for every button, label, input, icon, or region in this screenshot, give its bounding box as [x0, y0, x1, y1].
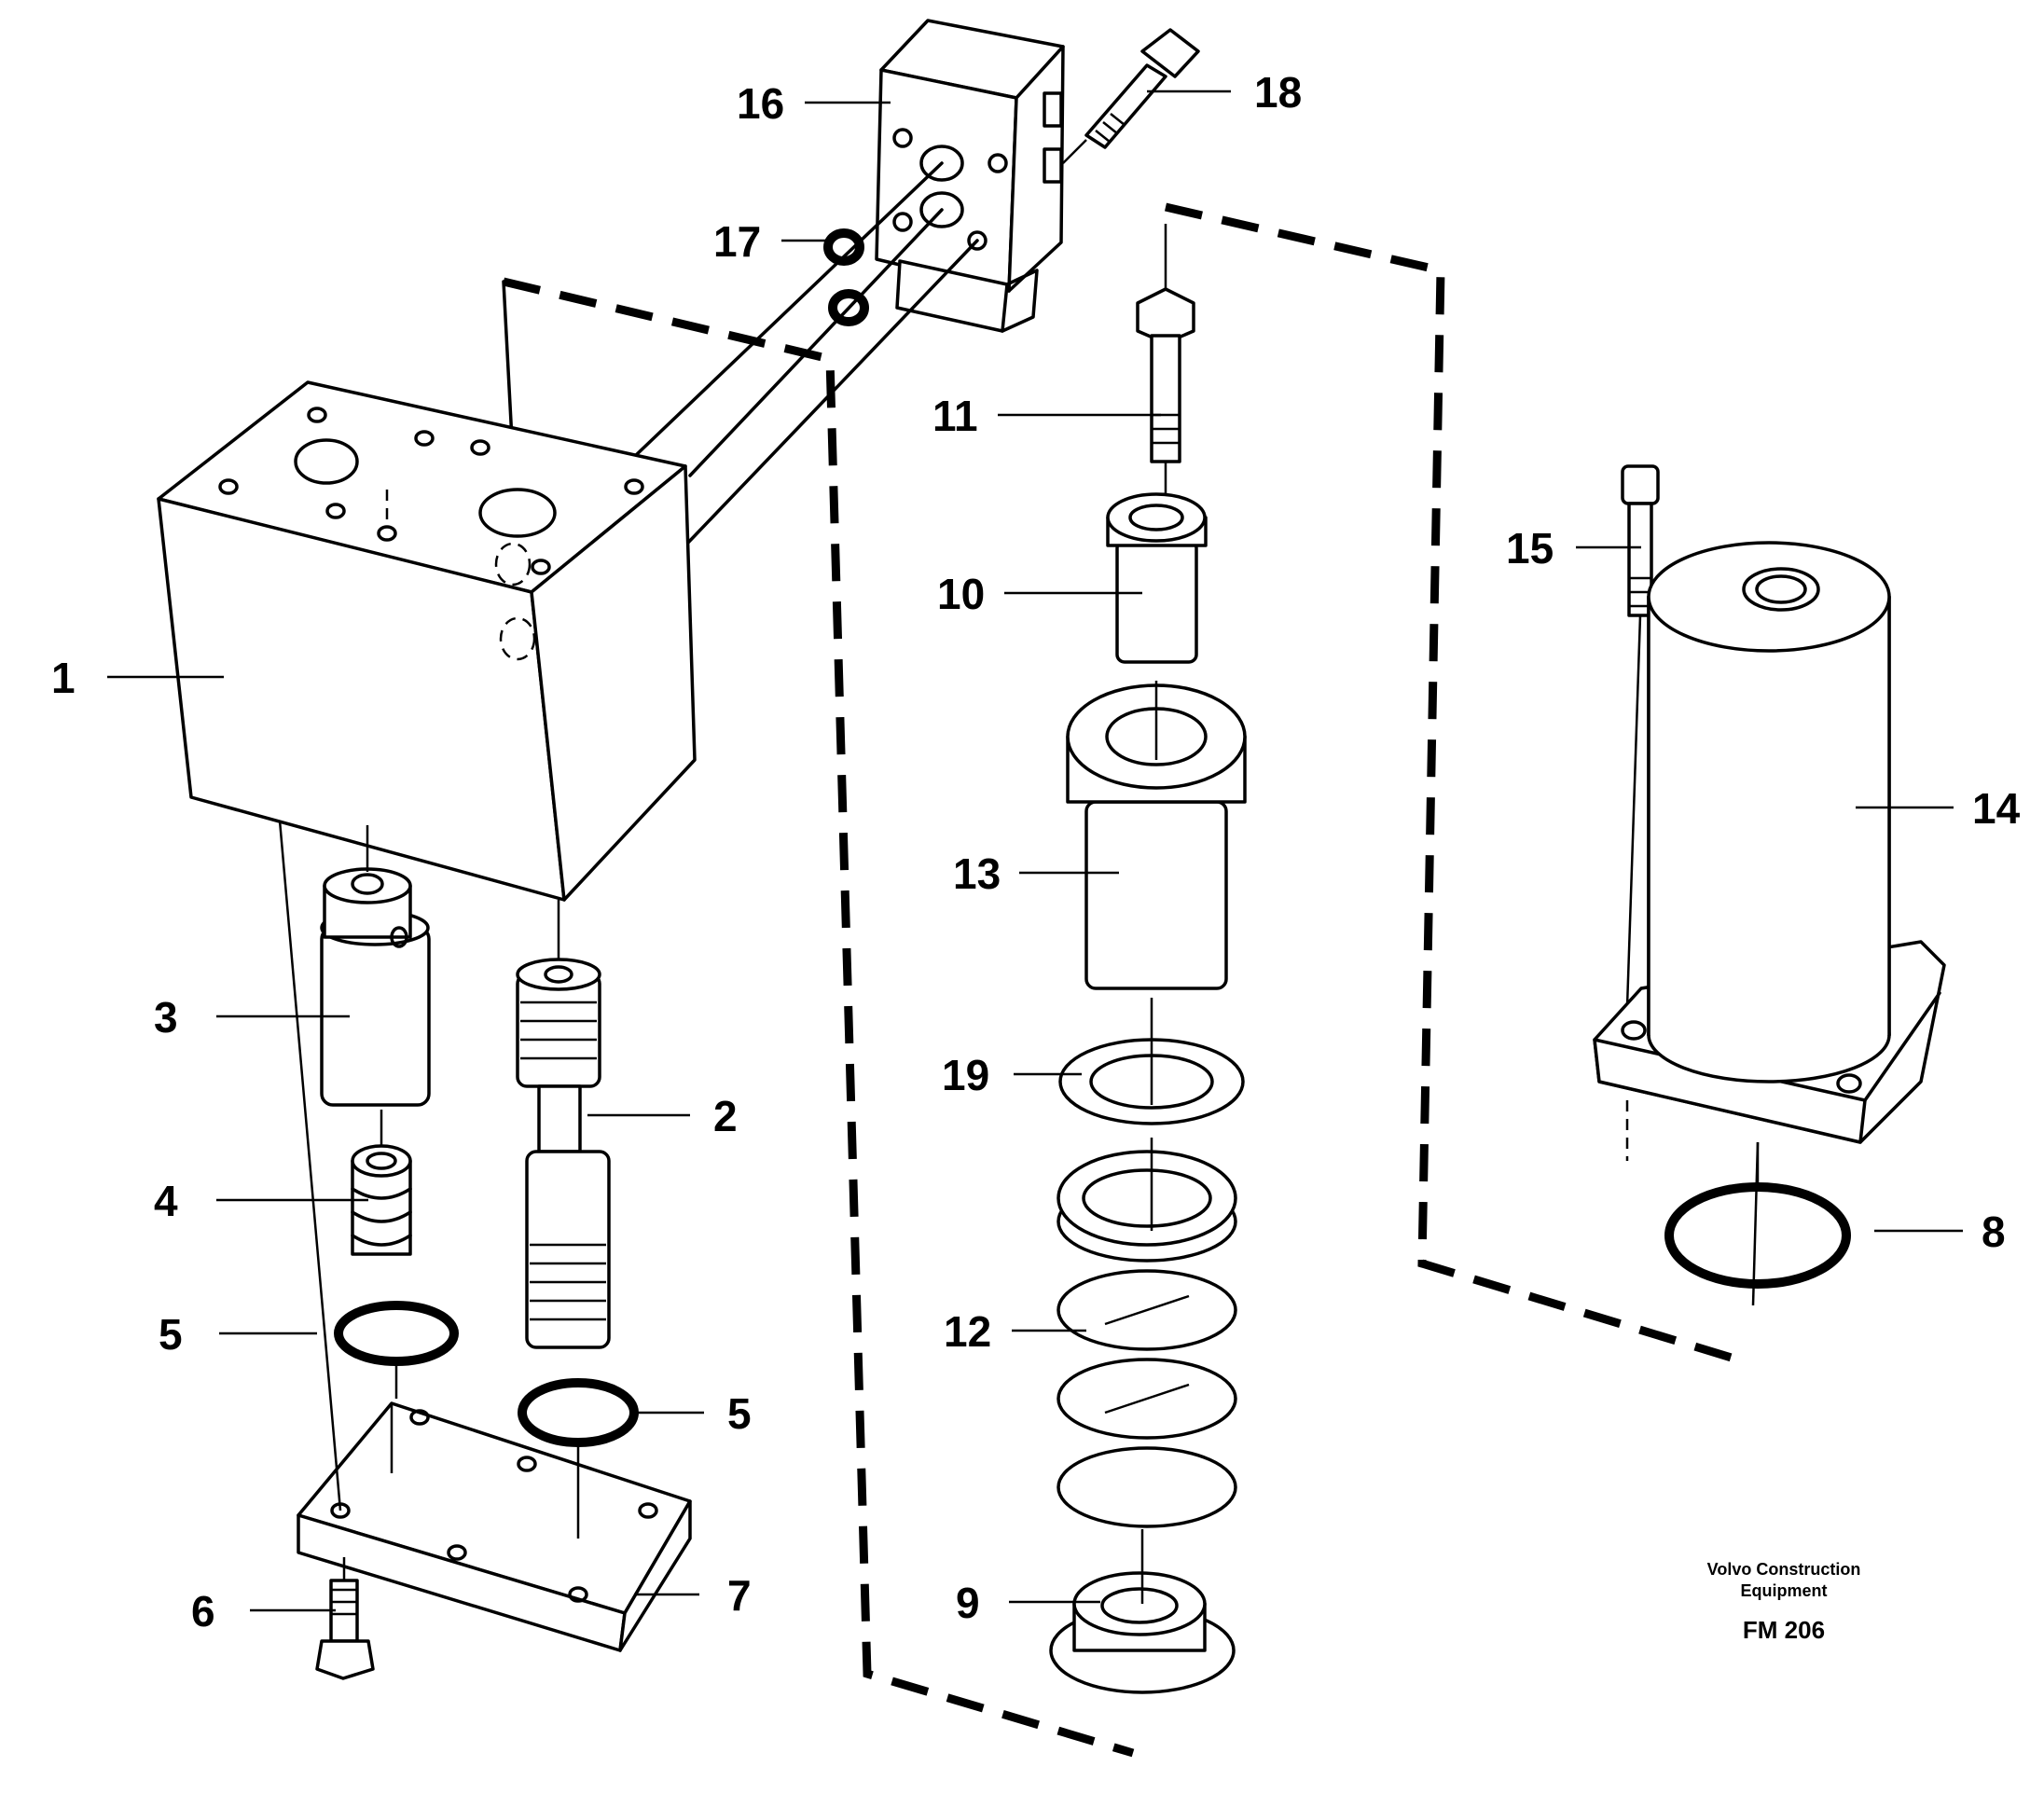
assembly-line-left [278, 820, 342, 1511]
label-part-19: 19 [942, 1051, 989, 1099]
part-3-valve-sleeve [320, 825, 431, 1107]
figure-code: FM 206 [1743, 1616, 1825, 1644]
label-part-4: 4 [154, 1177, 178, 1225]
label-part-9: 9 [956, 1579, 980, 1627]
label-part-1: 1 [51, 654, 76, 702]
label-part-6: 6 [191, 1587, 215, 1635]
part-8-o-ring [1664, 1141, 1851, 1306]
label-part-11: 11 [932, 392, 978, 440]
part-18-bolt [1062, 28, 1200, 164]
label-part-2: 2 [713, 1092, 738, 1140]
part-7-cover-plate [297, 1361, 692, 1652]
part-12-spring [1057, 1138, 1237, 1528]
label-part-13: 13 [953, 849, 1001, 898]
part-16-valve-block [875, 19, 1065, 333]
label-part-15: 15 [1506, 524, 1554, 573]
label-part-3: 3 [154, 993, 178, 1042]
label-part-5-right: 5 [727, 1389, 752, 1438]
part-19-washer [1058, 998, 1245, 1125]
label-part-10: 10 [937, 570, 985, 618]
part-5-o-ring-right [518, 1378, 639, 1447]
part-labels: 1 2 3 4 5 5 6 7 8 9 10 11 12 13 14 15 16… [51, 68, 2021, 1635]
part-5-o-ring-left [334, 1301, 459, 1366]
label-part-8: 8 [1982, 1208, 2006, 1256]
part-4-spring [351, 1110, 412, 1256]
part-14-cylinder-housing [1593, 541, 1946, 1184]
credit-company-line2: Equipment [1741, 1581, 1828, 1600]
credit-company: Volvo Construction [1707, 1560, 1861, 1579]
part-2-spool [516, 900, 611, 1349]
label-part-7: 7 [727, 1571, 752, 1620]
credit-block: Volvo Construction Equipment FM 206 [1707, 1560, 1861, 1644]
label-part-14: 14 [1972, 784, 2021, 833]
part-1-valve-body [157, 380, 697, 902]
part-17-o-rings [823, 228, 869, 326]
label-part-12: 12 [944, 1307, 991, 1356]
assembly-dashed-outline [502, 202, 1746, 1758]
leader-lines [107, 90, 1963, 1612]
part-10-sleeve [1106, 492, 1208, 664]
label-part-16: 16 [737, 79, 784, 128]
part-6-bolt [315, 1557, 375, 1680]
label-part-18: 18 [1254, 68, 1302, 117]
part-9-spring-seat [1049, 1529, 1236, 1694]
label-part-5-left: 5 [159, 1310, 183, 1359]
part-11-bolt [1136, 224, 1195, 508]
part-13-large-sleeve [1066, 681, 1247, 990]
label-part-17: 17 [713, 217, 761, 266]
